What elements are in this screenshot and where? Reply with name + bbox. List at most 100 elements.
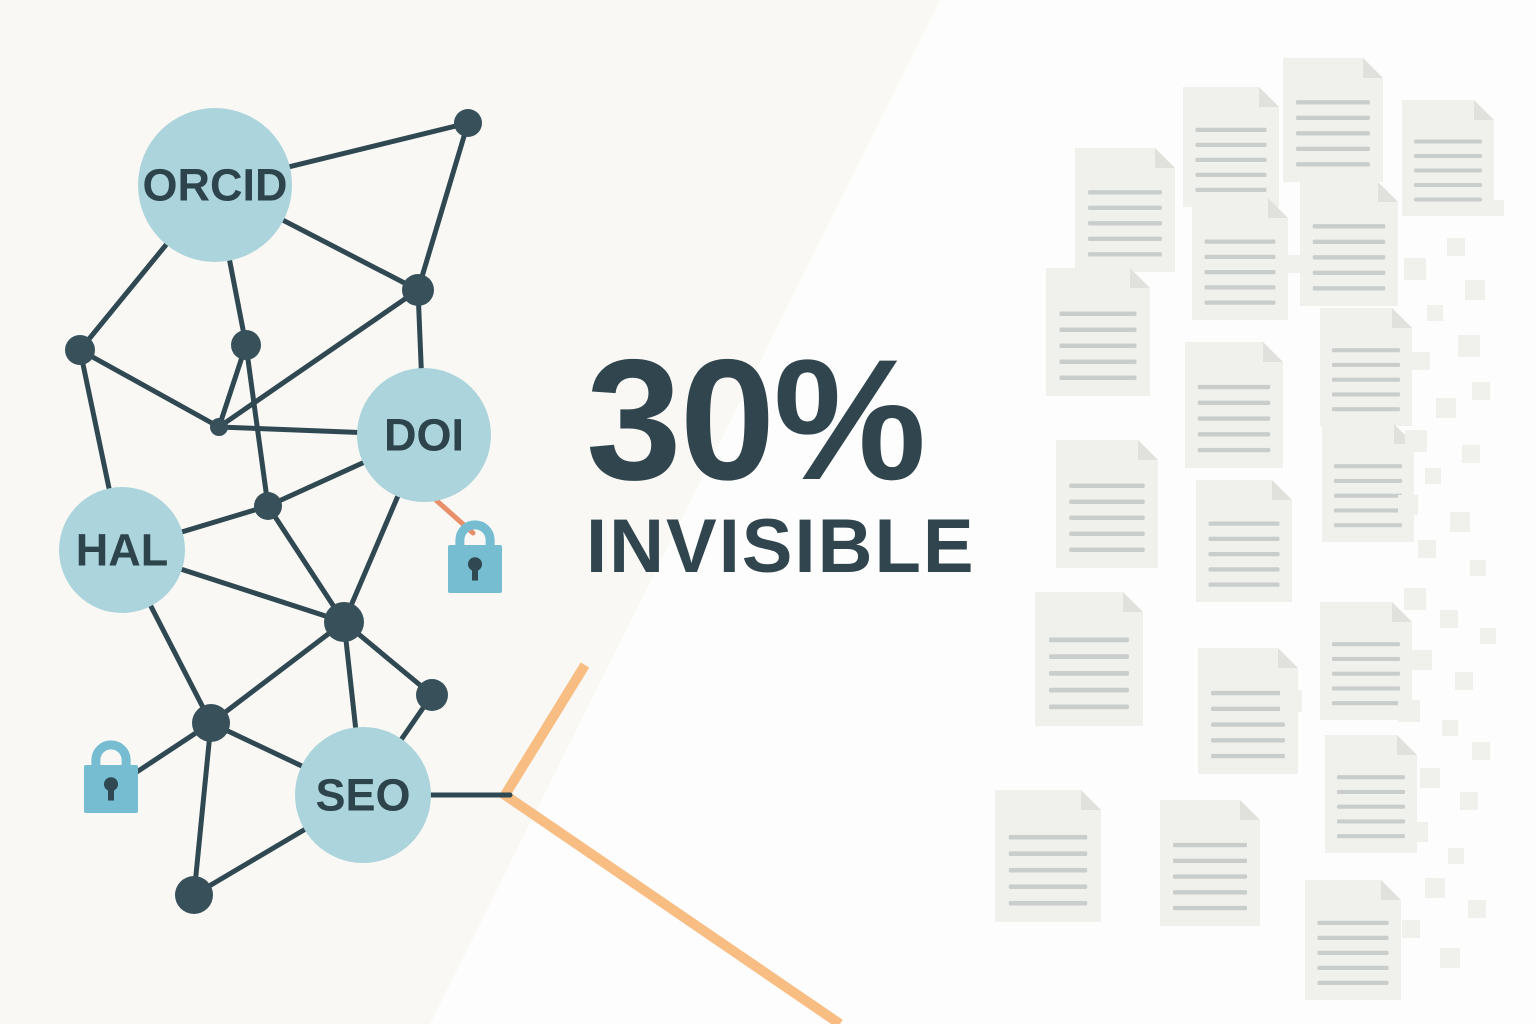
dissolve-pixel: [1398, 700, 1420, 722]
document-text-line: [1317, 935, 1389, 940]
document-text-line: [1208, 521, 1280, 526]
document-text-line: [1204, 269, 1276, 275]
orange-chevron-group: [428, 662, 843, 1024]
dissolve-pixel: [1458, 335, 1480, 357]
dissolve-pixel: [1285, 255, 1303, 273]
document-text-line: [1413, 153, 1483, 158]
document-text-line: [1211, 753, 1285, 759]
document-text-line: [1336, 804, 1406, 809]
document-fold-corner: [1263, 342, 1283, 362]
dissolving-pixels-group: [1280, 200, 1504, 968]
graph-node[interactable]: [324, 602, 364, 642]
document-text-line: [1049, 704, 1129, 710]
document-text-line: [1088, 236, 1162, 241]
document-text-line: [1296, 131, 1370, 136]
document-text-line: [1331, 348, 1401, 353]
document-fold-corner: [1123, 592, 1143, 612]
graph-hub-doi[interactable]: DOI: [357, 368, 491, 502]
document-text-line: [1312, 286, 1386, 291]
dissolve-pixel: [1455, 672, 1473, 690]
document-icon: [1075, 148, 1175, 272]
document-text-line: [1317, 965, 1389, 970]
document-text-line: [1317, 980, 1389, 985]
document-text-line: [1088, 205, 1162, 210]
document-text-line: [1069, 515, 1145, 520]
hub-circle-shape: [59, 487, 185, 613]
document-fold-corner: [1081, 790, 1101, 810]
graph-node[interactable]: [231, 330, 261, 360]
graph-edge: [208, 619, 347, 726]
orange-chevron-path: [498, 662, 843, 1024]
graph-node[interactable]: [402, 274, 434, 306]
graph-node[interactable]: [454, 109, 482, 137]
document-text-line: [1333, 508, 1403, 513]
dissolve-pixel: [1405, 430, 1427, 452]
graph-node[interactable]: [192, 704, 230, 742]
graph-edge: [77, 347, 222, 430]
dissolve-pixel: [1450, 512, 1470, 532]
document-text-line: [1059, 343, 1137, 348]
dissolve-pixel: [1442, 720, 1458, 736]
graph-node[interactable]: [254, 492, 282, 520]
document-text-line: [1331, 377, 1401, 382]
document-text-line: [1331, 671, 1401, 676]
dissolve-pixel: [1398, 495, 1418, 515]
document-text-line: [1088, 252, 1162, 257]
document-text-line: [1413, 139, 1483, 144]
document-text-line: [1208, 567, 1280, 572]
document-text-line: [1008, 851, 1088, 856]
document-text-line: [1331, 642, 1401, 647]
document-text-line: [1211, 738, 1285, 743]
document-text-line: [1317, 950, 1389, 955]
document-icon: [1196, 480, 1292, 602]
document-text-line: [1336, 789, 1406, 794]
document-text-line: [1173, 890, 1247, 895]
document-icon: [1198, 648, 1298, 774]
document-icon: [1183, 87, 1279, 207]
document-text-line: [1049, 687, 1129, 693]
document-fold-corner: [1130, 268, 1150, 288]
graph-node[interactable]: [210, 418, 228, 436]
document-fold-corner: [1259, 87, 1279, 107]
padlock-keyhole-stem: [108, 784, 114, 801]
document-text-line: [1069, 483, 1145, 488]
graph-hub-hal[interactable]: HAL: [59, 487, 185, 613]
dissolve-pixel: [1440, 610, 1458, 628]
document-text-line: [1195, 157, 1267, 162]
document-text-line: [1195, 172, 1267, 177]
hub-circle-shape: [357, 368, 491, 502]
document-text-line: [1204, 300, 1276, 305]
document-icon: [1325, 735, 1417, 853]
graph-hub-seo[interactable]: SEO: [295, 727, 431, 863]
document-text-line: [1173, 842, 1247, 848]
document-text-line: [1197, 384, 1271, 390]
document-icon: [1305, 880, 1401, 1000]
dissolve-pixel: [1472, 382, 1490, 400]
document-icon: [1320, 602, 1412, 720]
document-text-line: [1069, 499, 1145, 504]
padlock-group: [84, 520, 502, 813]
document-text-line: [1312, 255, 1386, 260]
document-text-line: [1211, 706, 1285, 711]
document-icon: [1402, 100, 1494, 216]
document-icon: [995, 790, 1101, 922]
document-icon: [1300, 182, 1398, 306]
graph-node[interactable]: [416, 679, 448, 711]
document-icon: [1035, 592, 1143, 726]
document-text-line: [1197, 447, 1271, 453]
document-icon: [1283, 58, 1383, 182]
document-fold-corner: [1155, 148, 1175, 168]
document-text-line: [1173, 858, 1247, 863]
document-text-line: [1008, 834, 1088, 840]
document-text-line: [1211, 690, 1285, 696]
dissolve-pixel: [1470, 560, 1486, 576]
document-text-line: [1331, 407, 1401, 412]
graph-node[interactable]: [65, 335, 95, 365]
document-text-line: [1059, 359, 1137, 364]
graph-node[interactable]: [175, 876, 213, 914]
document-icon: [1320, 308, 1412, 426]
document-icon: [1056, 440, 1158, 568]
graph-hub-orcid[interactable]: ORCID: [138, 108, 292, 262]
document-fold-corner: [1378, 182, 1398, 202]
